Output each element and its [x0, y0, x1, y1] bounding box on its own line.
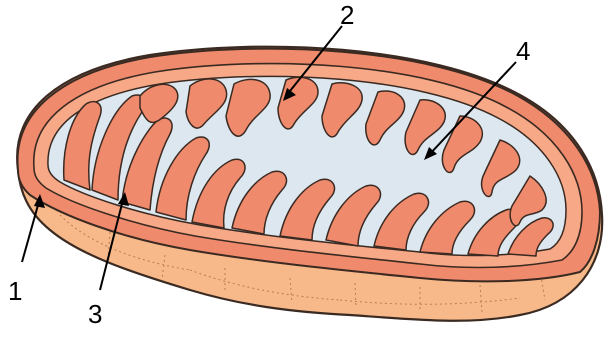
- label-matrix: 2: [340, 0, 354, 30]
- label-crista: 4: [516, 36, 530, 66]
- label-intermembrane-space: 3: [88, 299, 102, 329]
- label-outer-membrane: 1: [8, 276, 22, 306]
